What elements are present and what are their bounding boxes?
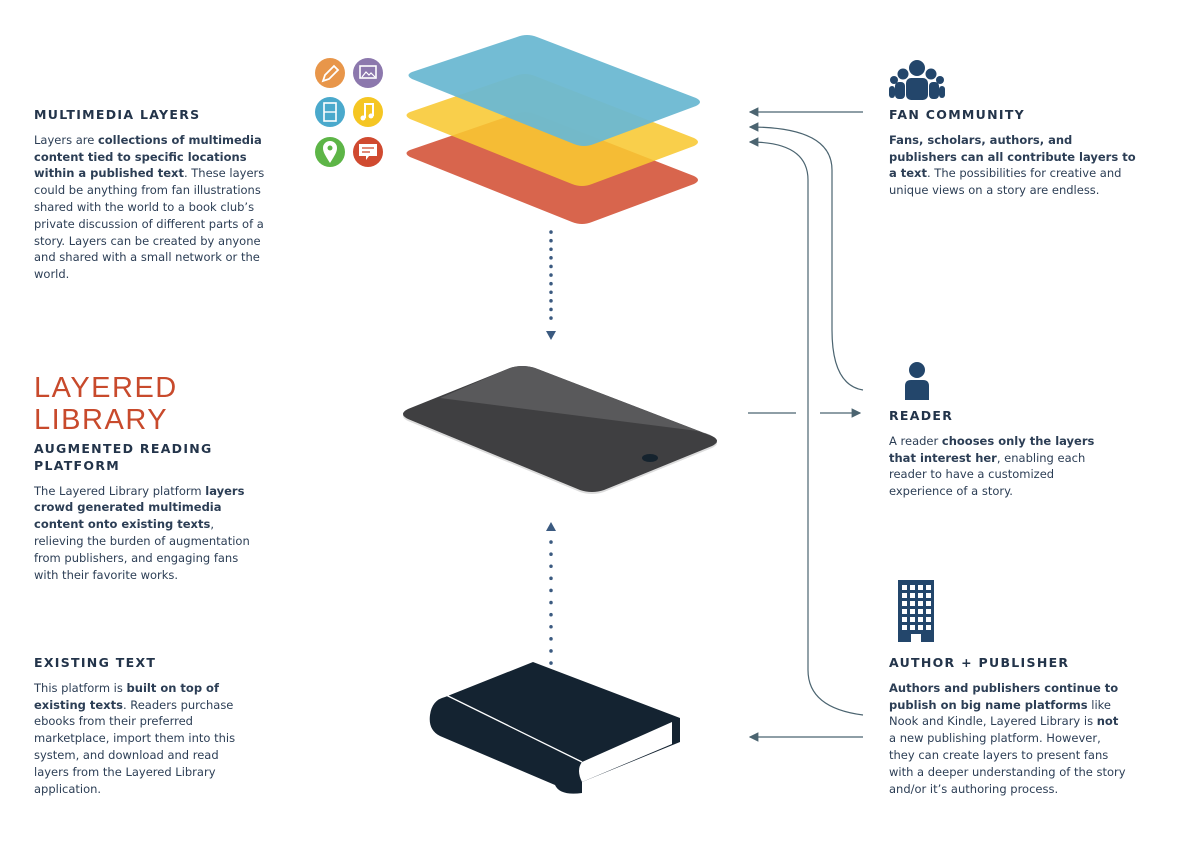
- comment-icon: [353, 137, 383, 167]
- body-text: like Nook and Kindle, Layered Library is: [889, 697, 1112, 729]
- building-window: [910, 585, 915, 590]
- building-window: [910, 593, 915, 598]
- body-text: This platform is: [34, 680, 127, 695]
- building-door: [911, 634, 921, 642]
- body-text-bold: chooses only the layers that interest he…: [889, 433, 1095, 465]
- body-text: The Layered Library platform: [34, 483, 206, 498]
- pencil-icon: [315, 58, 345, 88]
- building-window: [910, 625, 915, 630]
- body-text: a new publishing platform. However, they…: [889, 731, 1126, 796]
- building-window: [918, 601, 923, 606]
- building-window: [902, 617, 907, 622]
- body-text: . The possibilities for creative and uni…: [889, 166, 1122, 198]
- body-text-bold: Fans, scholars, authors, and publishers …: [889, 132, 1136, 181]
- building-window: [918, 617, 923, 622]
- film-icon: [315, 97, 345, 127]
- platform-subtitle: AUGMENTED READING PLATFORM: [34, 441, 213, 473]
- image-icon: [353, 58, 383, 88]
- building-window: [918, 585, 923, 590]
- people-group-icon: [889, 60, 945, 100]
- body-text: A reader: [889, 433, 942, 448]
- reader-heading: READER: [889, 408, 954, 423]
- page-title: LAYERED LIBRARY: [34, 372, 178, 436]
- body-text: . Readers purchase ebooks from their pre…: [34, 697, 236, 796]
- building-window: [926, 585, 931, 590]
- building-window: [910, 609, 915, 614]
- body-text-bold: layers crowd generated multimedia conten…: [34, 483, 245, 532]
- location-pin-icon: [315, 137, 345, 167]
- building-window: [902, 593, 907, 598]
- multimedia-layers-section: MULTIMEDIA LAYERS Layers are collections…: [34, 107, 284, 283]
- body-text-bold: not: [1096, 714, 1119, 729]
- building-window: [918, 593, 923, 598]
- body-text-bold: built on top of existing texts: [34, 680, 219, 712]
- body-text-bold: Authors and publishers continue to publi…: [889, 680, 1119, 712]
- building-window: [926, 601, 931, 606]
- layer-blue: [408, 35, 700, 146]
- reader-section: READER A reader chooses only the layers …: [889, 408, 1104, 500]
- fan-community-heading: FAN COMMUNITY: [889, 107, 1026, 122]
- body-text: . These layers could be anything from fa…: [34, 166, 265, 282]
- music-icon: [353, 97, 383, 127]
- building-window: [926, 593, 931, 598]
- author-publisher-heading: AUTHOR + PUBLISHER: [889, 655, 1070, 670]
- multimedia-layers-heading: MULTIMEDIA LAYERS: [34, 107, 201, 122]
- body-text: , relieving the burden of augmentation f…: [34, 517, 250, 582]
- building-window: [902, 625, 907, 630]
- author-publisher-section: AUTHOR + PUBLISHER Authors and publisher…: [889, 655, 1129, 797]
- building-window: [902, 601, 907, 606]
- arrow-down-head: [546, 331, 556, 340]
- person-icon: [905, 362, 929, 400]
- body-text: Layers are: [34, 132, 98, 147]
- building-window: [910, 617, 915, 622]
- building-window: [918, 609, 923, 614]
- media-icons: [315, 58, 383, 167]
- building-window: [910, 601, 915, 606]
- building-window: [902, 585, 907, 590]
- building-icon: [898, 580, 934, 642]
- platform-section: LAYERED LIBRARY AUGMENTED READING PLATFO…: [34, 372, 264, 583]
- flow-arrows: [748, 107, 864, 742]
- building-window: [926, 617, 931, 622]
- building-window: [918, 625, 923, 630]
- body-text: , enabling each reader to have a customi…: [889, 450, 1086, 499]
- existing-text-section: EXISTING TEXT This platform is built on …: [34, 655, 244, 797]
- existing-text-heading: EXISTING TEXT: [34, 655, 157, 670]
- tablet-icon: [403, 366, 717, 494]
- fan-community-section: FAN COMMUNITY Fans, scholars, authors, a…: [889, 107, 1139, 199]
- building-window: [926, 625, 931, 630]
- body-text-bold: collections of multimedia content tied t…: [34, 132, 262, 181]
- book-icon: [429, 662, 680, 794]
- building-window: [902, 609, 907, 614]
- building-window: [926, 609, 931, 614]
- arrow-up-head: [546, 522, 556, 531]
